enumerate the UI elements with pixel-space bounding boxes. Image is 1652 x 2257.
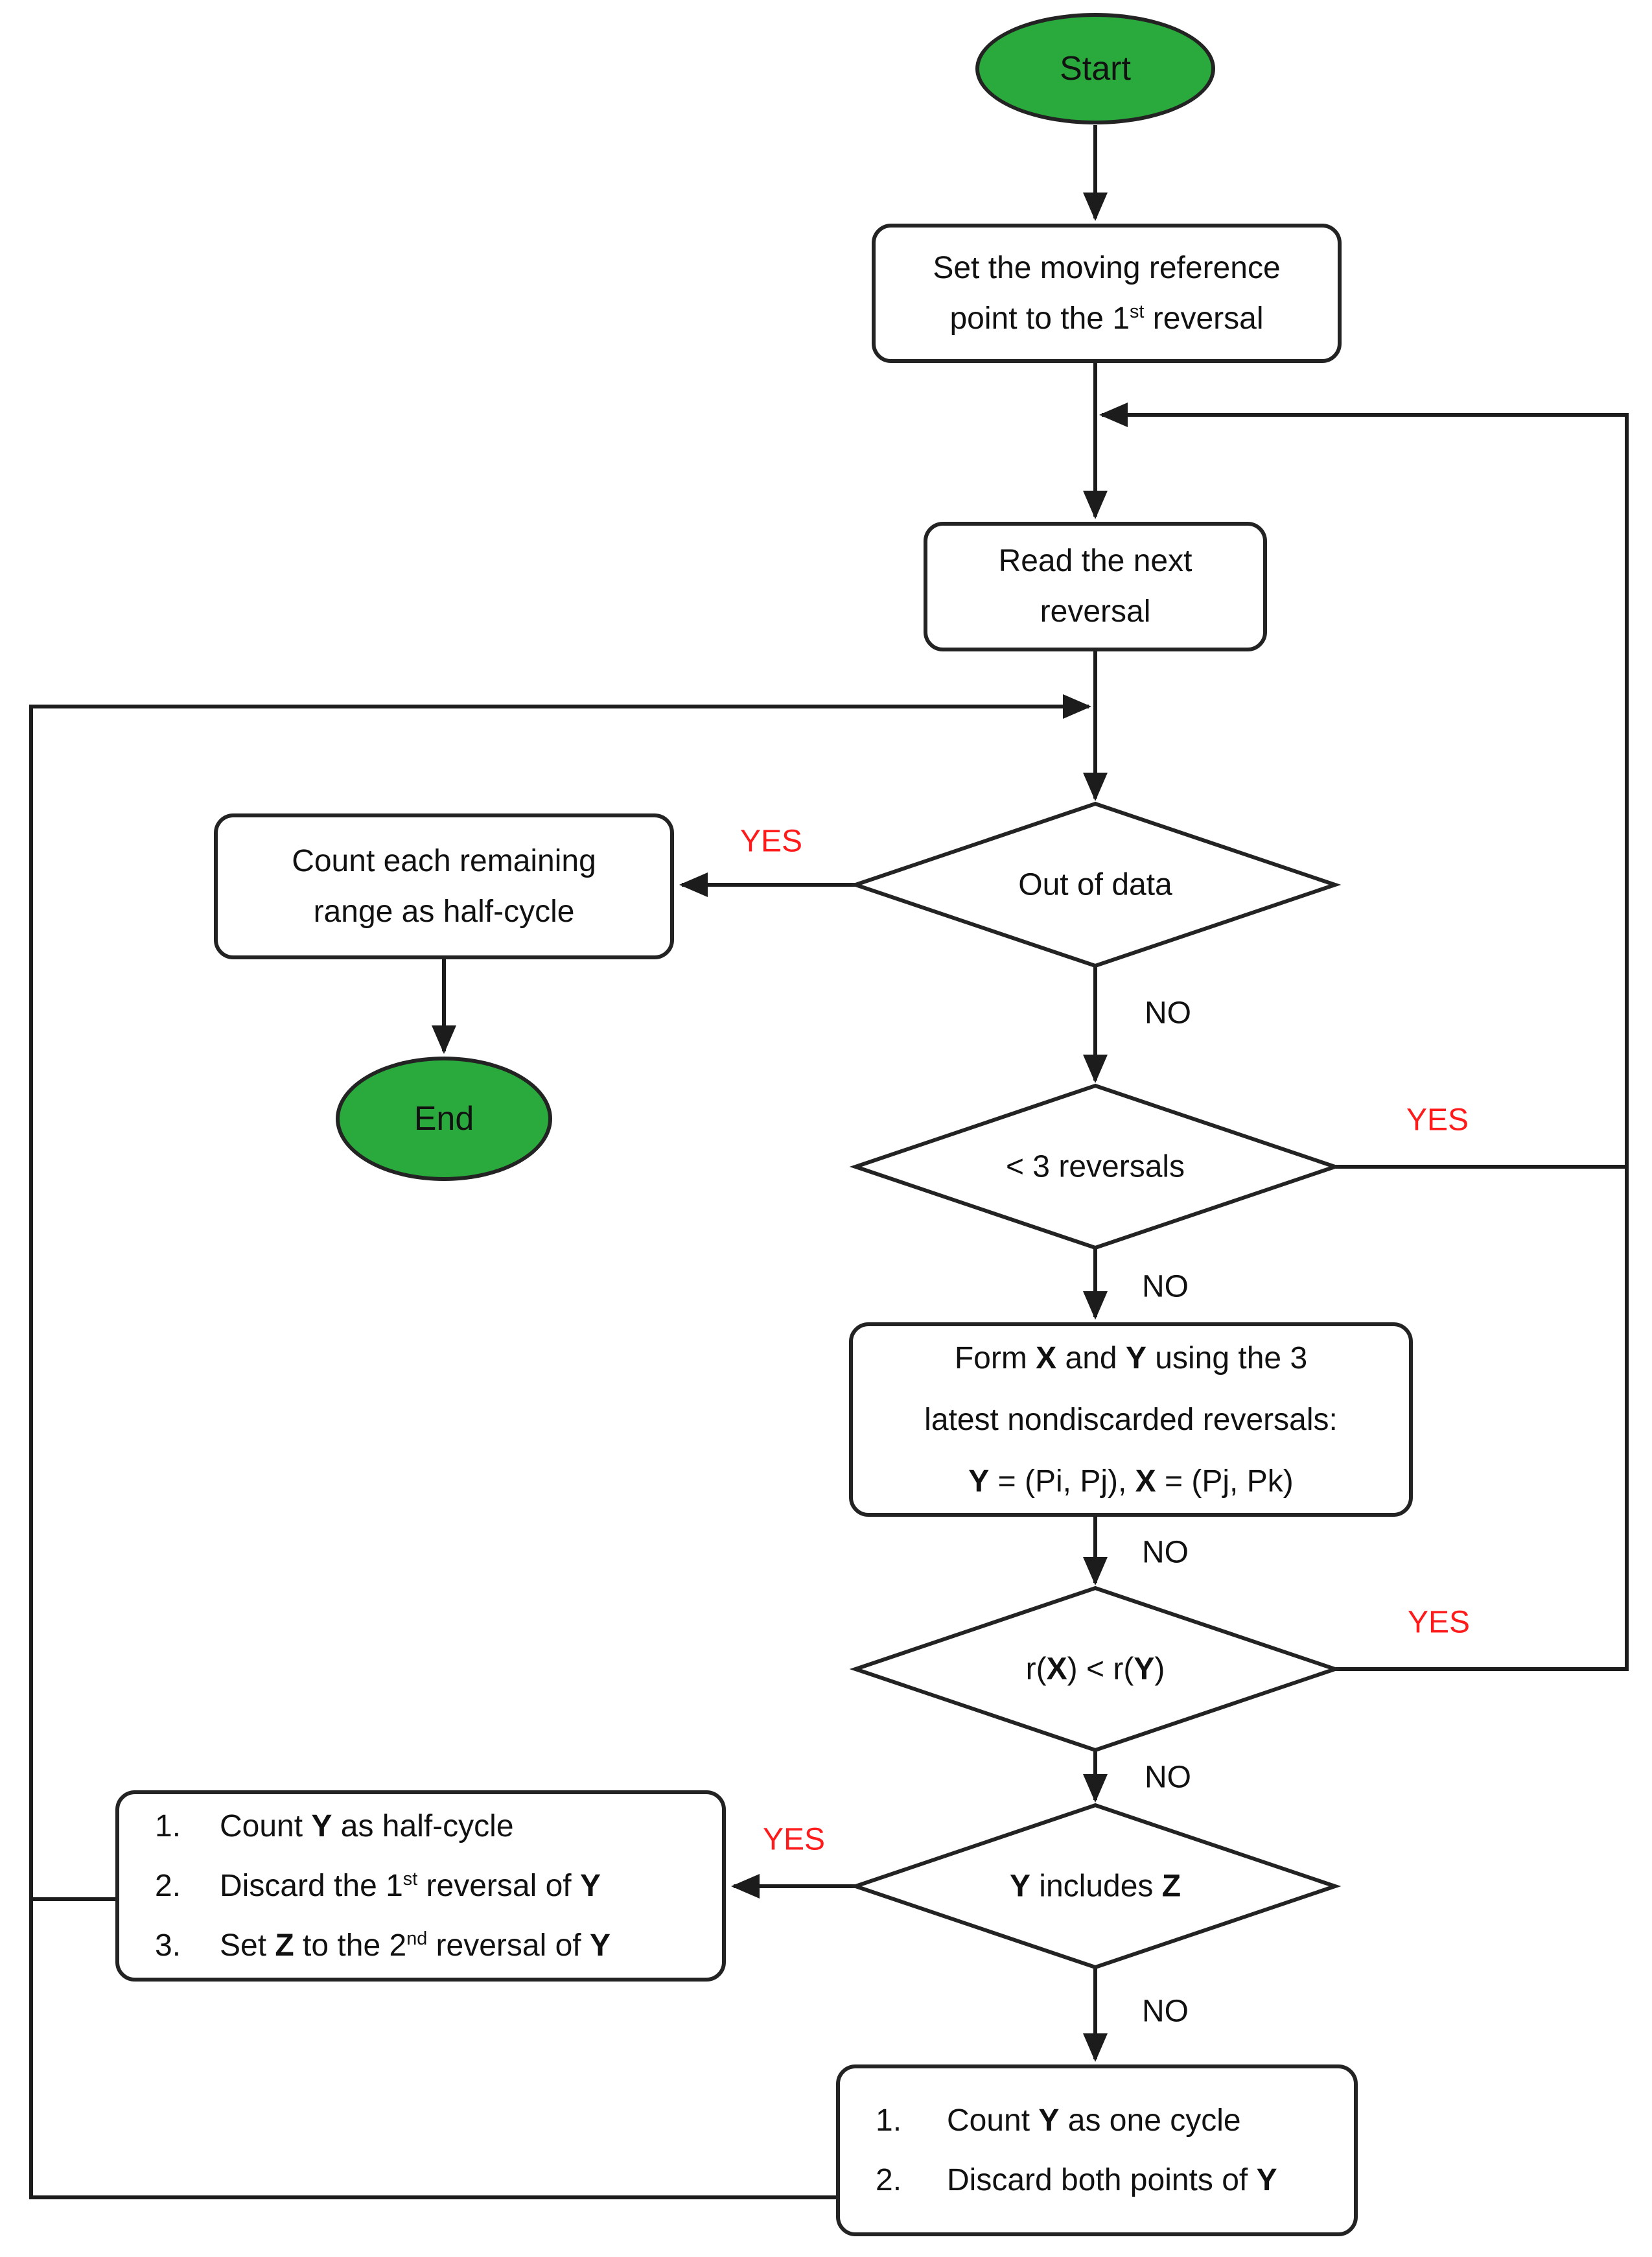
decision-r-x-less-r-y-label: r(X) < r(Y)	[1025, 1652, 1165, 1687]
yes-label-y-includes-z: YES	[762, 1822, 826, 1857]
decision-less-than-3-reversals-shape	[849, 1083, 1342, 1250]
yes-label-out-of-data: YES	[739, 824, 803, 859]
edge-left-rail-return	[29, 694, 1091, 1901]
yes-label-r-comparison: YES	[1407, 1605, 1471, 1640]
yes-label-less-than-3: YES	[1406, 1103, 1469, 1138]
decision-r-x-less-r-y-shape	[849, 1585, 1342, 1753]
end-label: End	[413, 1100, 474, 1138]
start-label: Start	[1060, 50, 1131, 88]
decision-y-includes-z-shape	[849, 1803, 1342, 1970]
end-terminal: End	[336, 1057, 552, 1181]
start-terminal: Start	[975, 13, 1215, 124]
edge-bottom-loop	[29, 1899, 836, 2199]
no-label-y-includes-z: NO	[1142, 1994, 1189, 2029]
no-label-less-than-3: NO	[1142, 1269, 1189, 1304]
edge-yes-right-rail	[1099, 403, 1629, 1671]
decision-out-of-data-label: Out of data	[1018, 867, 1172, 902]
no-label-out-of-data: NO	[1145, 996, 1191, 1031]
decision-less-than-3-reversals-label: < 3 reversals	[1005, 1149, 1185, 1184]
decision-out-of-data-shape	[849, 801, 1342, 968]
decision-y-includes-z-label: Y includes Z	[1009, 1869, 1181, 1904]
no-label-after-form: NO	[1142, 1535, 1189, 1570]
no-label-r-comparison: NO	[1145, 1760, 1191, 1795]
